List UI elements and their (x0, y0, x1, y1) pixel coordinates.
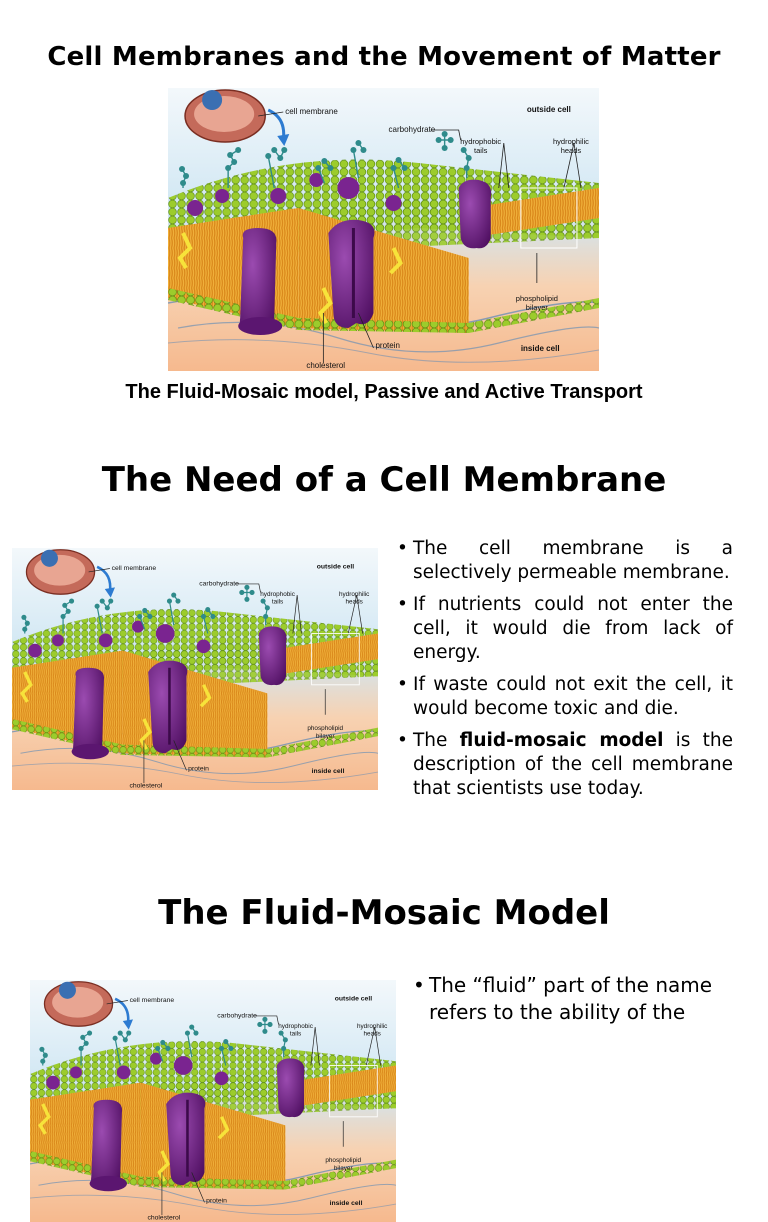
diagram-label: inside cell (312, 768, 345, 775)
slide1-title: Cell Membranes and the Movement of Matte… (47, 42, 721, 72)
diagram-label: heads (364, 1031, 381, 1038)
diagram-label: tails (272, 599, 283, 606)
diagram-label: hydrophobic (460, 137, 501, 146)
bullet-item: •If nutrients could not enter the cell, … (397, 594, 733, 663)
diagram-label: carbohydrate (389, 125, 436, 134)
slide3-title: The Fluid-Mosaic Model (158, 893, 610, 933)
diagram-label: bilayer (334, 1165, 354, 1172)
diagram-label: carbohydrate (199, 581, 239, 588)
bullet-item: •The “fluid” part of the name refers to … (413, 973, 713, 1024)
diagram-label: tails (290, 1031, 301, 1038)
diagram-label: heads (561, 146, 582, 155)
slide2-bullet-list: •The cell membrane is a selectively perm… (397, 537, 733, 809)
slide3-bullet-list: •The “fluid” part of the name refers to … (413, 972, 743, 1026)
diagram-label: tails (474, 146, 488, 155)
bullet-item: •If waste could not exit the cell, it wo… (397, 674, 733, 719)
diagram-label: phospholipid (516, 294, 558, 303)
slide1-subtitle: The Fluid-Mosaic model, Passive and Acti… (125, 381, 643, 403)
diagram-label: protein (206, 1197, 227, 1204)
diagram-label: outside cell (335, 996, 372, 1003)
bullet-item: •The cell membrane is a selectively perm… (397, 538, 733, 583)
diagram-label: protein (375, 341, 399, 350)
diagram-label: cholesterol (129, 782, 162, 789)
diagram-label: bilayer (316, 733, 336, 740)
membrane-diagram-2: cell membrane outside cell carbohydrate … (12, 548, 378, 790)
diagram-label: carbohydrate (217, 1013, 257, 1020)
diagram-label: hydrophilic (553, 137, 589, 146)
membrane-diagram-1: cell membrane outside cell carbohydrate … (168, 88, 599, 371)
membrane-diagram-3: cell membrane outside cell carbohydrate … (30, 980, 396, 1222)
diagram-label: cholesterol (306, 361, 345, 370)
diagram-label: cholesterol (147, 1214, 180, 1221)
diagram-label: phospholipid (325, 1157, 361, 1164)
diagram-label: cell membrane (130, 997, 175, 1004)
bold-term: fluid-mosaic model (459, 730, 664, 751)
diagram-label: phospholipid (307, 725, 343, 732)
diagram-label: heads (346, 599, 363, 606)
diagram-label: bilayer (526, 303, 549, 312)
diagram-label: hydrophilic (339, 591, 370, 598)
diagram-label: hydrophobic (260, 591, 295, 598)
diagram-label: protein (188, 765, 209, 772)
diagram-label: cell membrane (285, 107, 338, 116)
diagram-label: outside cell (527, 105, 571, 114)
diagram-label: inside cell (521, 344, 560, 353)
diagram-label: inside cell (330, 1200, 363, 1207)
bullet-item: •The fluid-mosaic model is the descripti… (397, 730, 734, 799)
diagram-label: outside cell (317, 564, 354, 571)
slide2-title: The Need of a Cell Membrane (101, 460, 667, 500)
diagram-label: cell membrane (112, 565, 157, 572)
